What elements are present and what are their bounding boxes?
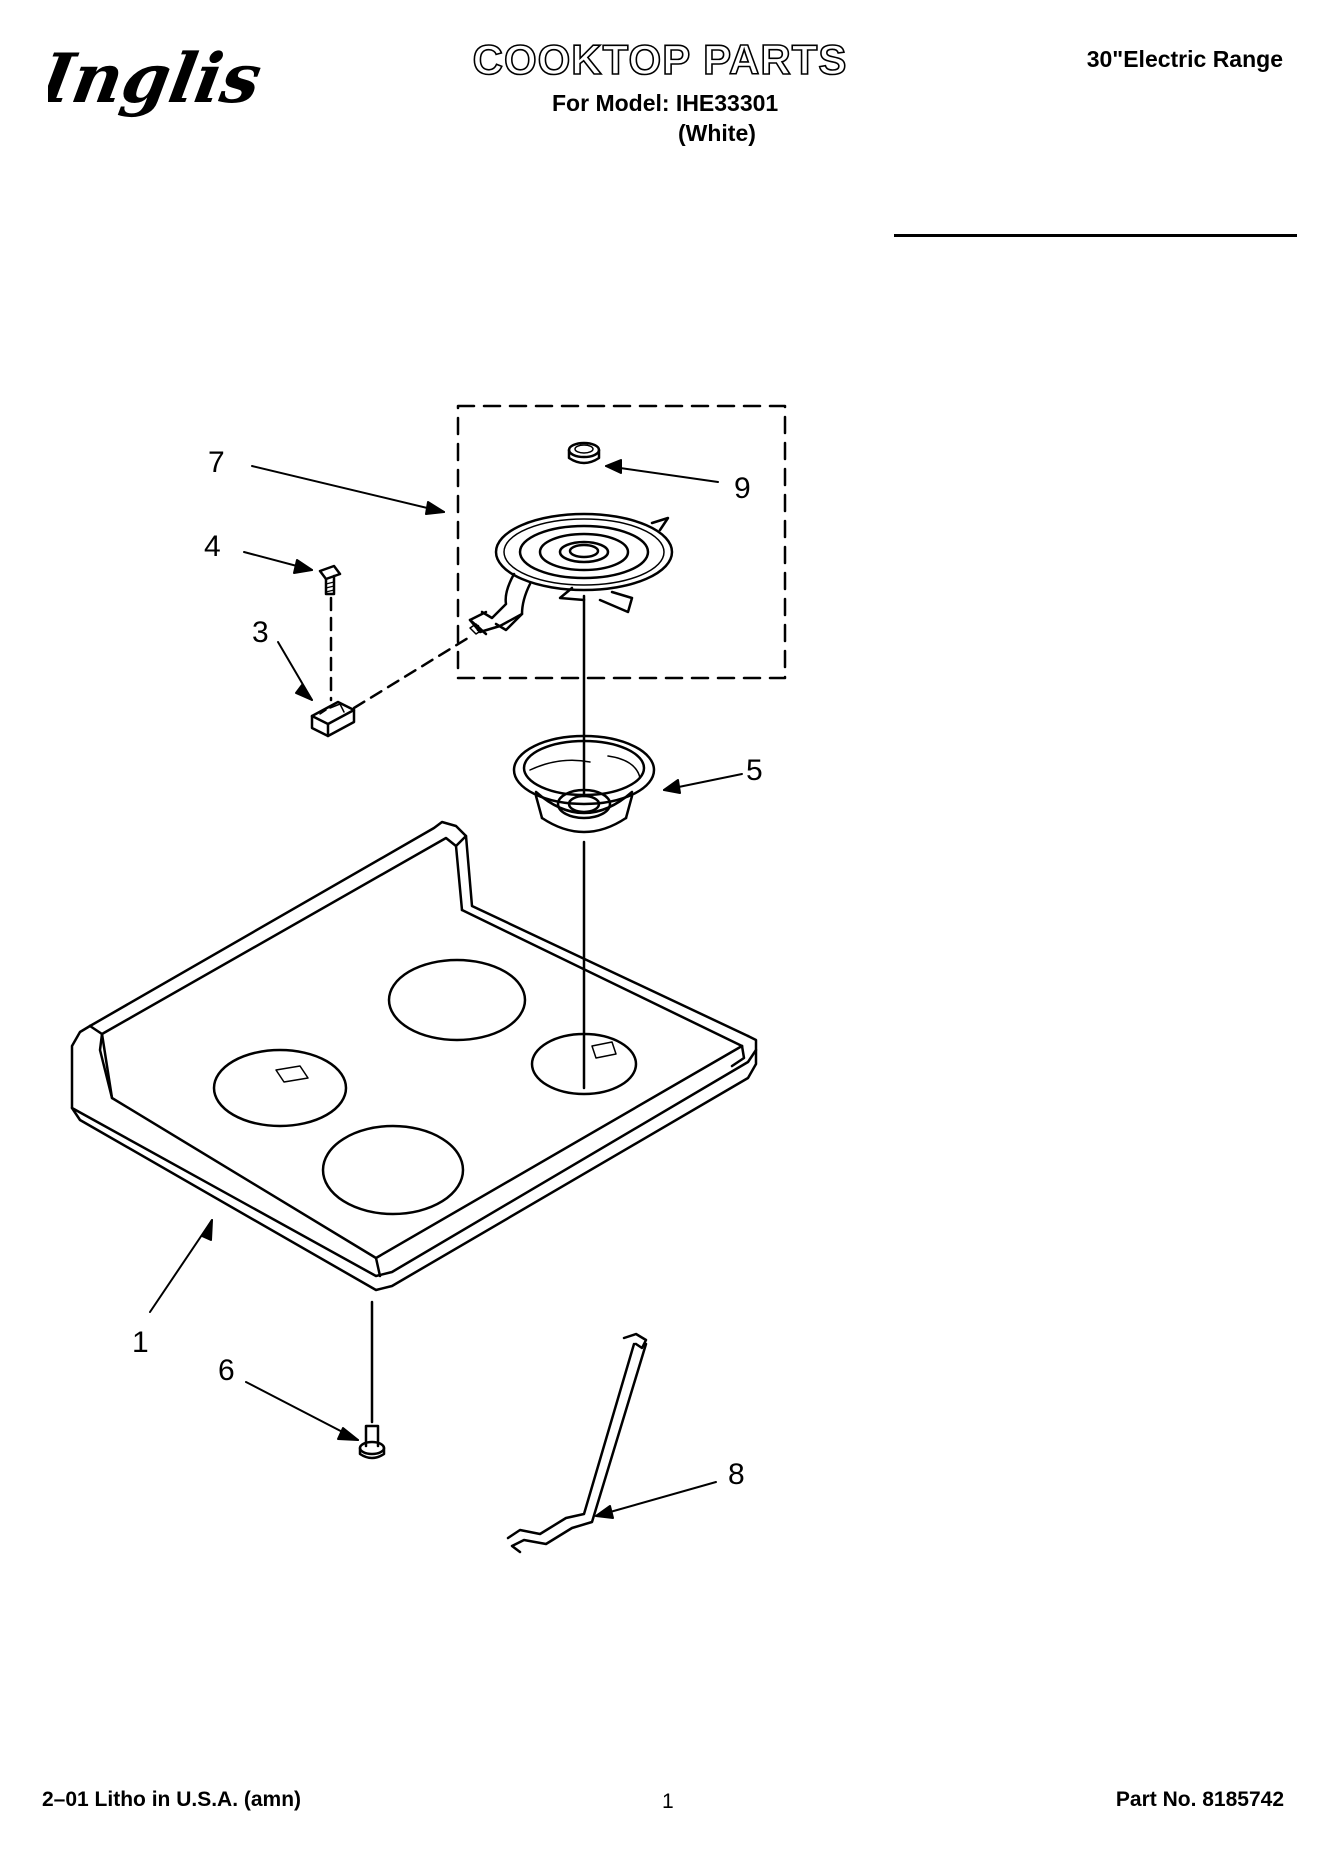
svg-text:Inglis: Inglis [48, 39, 267, 118]
part-4-screw [318, 564, 342, 596]
element-assembly-box [456, 404, 787, 680]
inglis-logo: Inglis [48, 39, 267, 118]
part-7-surface-element [468, 512, 674, 636]
callout-7: 7 [208, 446, 225, 479]
callout-8: 8 [728, 1458, 745, 1491]
footer-part-number: Part No. 8185742 [1115, 1788, 1284, 1811]
footer-page-number: 1 [662, 1790, 674, 1813]
footer-litho: 2–01 Litho in U.S.A. (amn) [42, 1788, 302, 1811]
terminal-leader [352, 636, 470, 710]
part-1-cooktop [70, 820, 758, 1292]
callout-6: 6 [218, 1354, 235, 1387]
part-3-terminal-block [310, 700, 356, 738]
callout-1: 1 [132, 1326, 149, 1359]
callout-9: 9 [734, 472, 751, 505]
page-title: COOKTOP PARTS [472, 35, 848, 84]
callout-5: 5 [746, 754, 763, 787]
part-6-screw [358, 1424, 386, 1460]
color-variant: (White) [678, 120, 756, 146]
part-5-drip-bowl [512, 734, 656, 834]
part-8-rod [506, 1332, 648, 1554]
callout-arrows [149, 459, 743, 1519]
part-9-cap [567, 441, 601, 465]
header-rule [894, 234, 1297, 237]
range-type: 30"Electric Range [1086, 46, 1283, 72]
callout-3: 3 [252, 616, 269, 649]
callout-4: 4 [204, 530, 221, 563]
model-line: For Model: IHE33301 [552, 90, 779, 116]
